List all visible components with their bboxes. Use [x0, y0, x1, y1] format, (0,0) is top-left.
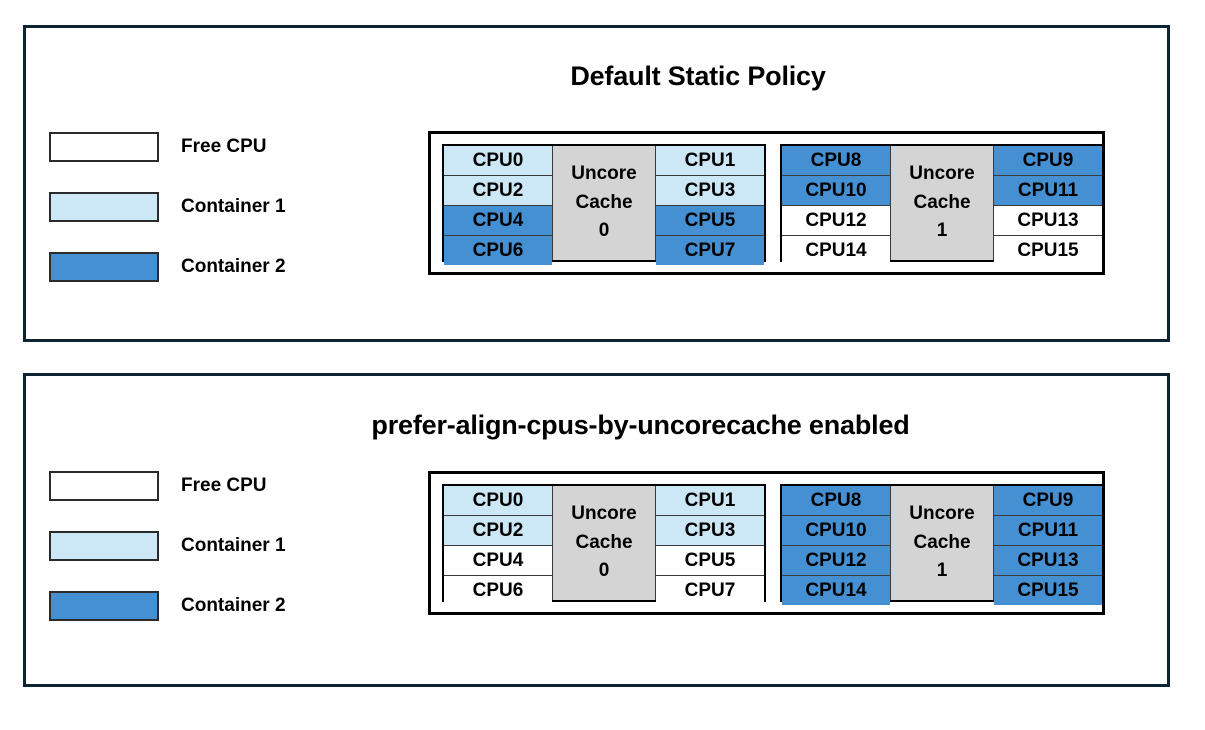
cpu-cell: CPU8	[782, 486, 890, 516]
legend-label-container-1: Container 1	[181, 535, 286, 556]
uncore-cache-line-1: Uncore	[909, 503, 975, 525]
uncore-cache-index: 1	[936, 560, 948, 582]
cpu-cell: CPU0	[444, 146, 552, 176]
cpu-topology-table-prefer-align-cpus-by-uncorecache: CPU0 CPU2 CPU4 CPU6 Uncore Cache 0 CPU1 …	[428, 471, 1105, 615]
cpu-cell: CPU8	[782, 146, 890, 176]
cpu-cell: CPU11	[994, 176, 1102, 206]
uncore-cache-label-0: Uncore Cache 0	[552, 486, 656, 600]
uncore-cache-index: 0	[598, 560, 610, 582]
uncore-cache-label-1: Uncore Cache 1	[890, 486, 994, 600]
uncore-cache-line-2: Cache	[575, 531, 633, 553]
cpu-cell: CPU4	[444, 206, 552, 236]
cpu-column-left-cache1: CPU8 CPU10 CPU12 CPU14	[782, 486, 890, 605]
uncore-cache-group-1: CPU8 CPU10 CPU12 CPU14 Uncore Cache 1 CP…	[780, 484, 1104, 605]
legend-swatch-free-cpu	[49, 471, 159, 501]
cpu-cell: CPU15	[994, 236, 1102, 265]
cpu-cell: CPU10	[782, 516, 890, 546]
cpu-cell: CPU4	[444, 546, 552, 576]
legend-label-container-2: Container 2	[181, 256, 286, 277]
legend-swatch-container-1	[49, 531, 159, 561]
uncore-cache-index: 0	[598, 220, 610, 242]
cpu-cell: CPU6	[444, 236, 552, 265]
cpu-cell: CPU6	[444, 576, 552, 605]
uncore-cache-line-1: Uncore	[909, 163, 975, 185]
uncore-cache-line-1: Uncore	[571, 163, 637, 185]
cpu-column-right-cache0: CPU1 CPU3 CPU5 CPU7	[656, 146, 764, 265]
cpu-cell: CPU12	[782, 206, 890, 236]
uncore-cache-line-2: Cache	[913, 191, 971, 213]
legend-label-container-2: Container 2	[181, 595, 286, 616]
cpu-cell: CPU7	[656, 576, 764, 605]
cpu-cell: CPU14	[782, 576, 890, 605]
legend-label-container-1: Container 1	[181, 196, 286, 217]
cpu-cell: CPU1	[656, 146, 764, 176]
uncore-cache-line-2: Cache	[575, 191, 633, 213]
legend-swatch-container-2	[49, 252, 159, 282]
uncore-cache-group-0: CPU0 CPU2 CPU4 CPU6 Uncore Cache 0 CPU1 …	[442, 484, 766, 605]
cpu-cell: CPU11	[994, 516, 1102, 546]
cpu-column-right-cache1: CPU9 CPU11 CPU13 CPU15	[994, 146, 1102, 265]
legend-label-free-cpu: Free CPU	[181, 475, 267, 496]
uncore-cache-label-1: Uncore Cache 1	[890, 146, 994, 260]
cpu-cell: CPU9	[994, 486, 1102, 516]
cpu-cell: CPU2	[444, 516, 552, 546]
cpu-cell: CPU1	[656, 486, 764, 516]
cpu-cell: CPU2	[444, 176, 552, 206]
legend-swatch-free-cpu	[49, 132, 159, 162]
cpu-cell: CPU13	[994, 546, 1102, 576]
legend-label-free-cpu: Free CPU	[181, 136, 267, 157]
cpu-cell: CPU9	[994, 146, 1102, 176]
cpu-cell: CPU3	[656, 176, 764, 206]
legend-swatch-container-1	[49, 192, 159, 222]
cpu-cell: CPU12	[782, 546, 890, 576]
cpu-topology-table-default-static-policy: CPU0 CPU2 CPU4 CPU6 Uncore Cache 0 CPU1 …	[428, 131, 1105, 275]
cpu-cell: CPU15	[994, 576, 1102, 605]
uncore-cache-line-2: Cache	[913, 531, 971, 553]
cpu-cell: CPU0	[444, 486, 552, 516]
uncore-cache-line-1: Uncore	[571, 503, 637, 525]
cpu-cell: CPU5	[656, 546, 764, 576]
cpu-column-right-cache0: CPU1 CPU3 CPU5 CPU7	[656, 486, 764, 605]
uncore-cache-label-0: Uncore Cache 0	[552, 146, 656, 260]
cpu-column-right-cache1: CPU9 CPU11 CPU13 CPU15	[994, 486, 1102, 605]
uncore-cache-index: 1	[936, 220, 948, 242]
legend-swatch-container-2	[49, 591, 159, 621]
cpu-column-left-cache0: CPU0 CPU2 CPU4 CPU6	[444, 146, 552, 265]
cpu-cell: CPU3	[656, 516, 764, 546]
cpu-cell: CPU10	[782, 176, 890, 206]
cpu-cell: CPU13	[994, 206, 1102, 236]
cpu-cell: CPU7	[656, 236, 764, 265]
cpu-cell: CPU14	[782, 236, 890, 265]
uncore-cache-group-0: CPU0 CPU2 CPU4 CPU6 Uncore Cache 0 CPU1 …	[442, 144, 766, 265]
uncore-cache-group-1: CPU8 CPU10 CPU12 CPU14 Uncore Cache 1 CP…	[780, 144, 1104, 265]
page-title-default-static-policy: Default Static Policy	[570, 61, 826, 91]
cpu-column-left-cache1: CPU8 CPU10 CPU12 CPU14	[782, 146, 890, 265]
cpu-cell: CPU5	[656, 206, 764, 236]
page-title-prefer-align-cpus-by-uncorecache: prefer-align-cpus-by-uncorecache enabled	[371, 410, 910, 440]
cpu-column-left-cache0: CPU0 CPU2 CPU4 CPU6	[444, 486, 552, 605]
